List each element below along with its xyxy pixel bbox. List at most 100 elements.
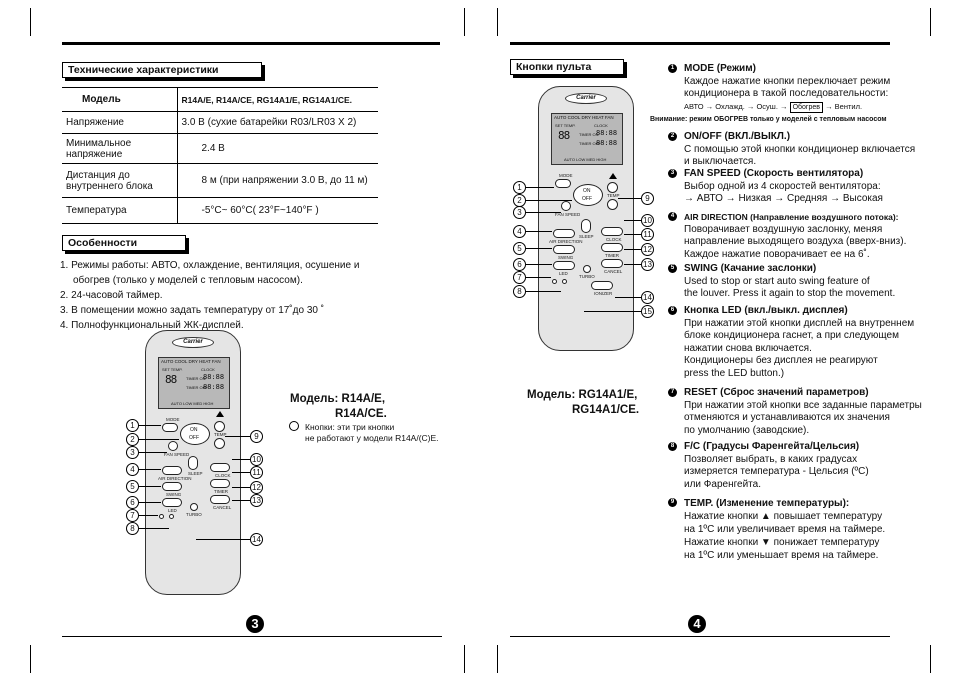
item-desc: Позволяет выбрать, в каких градусах [684,453,858,465]
item-swing: 5 SWING (Качание заслонки) Used to stop … [668,263,938,301]
timer-button[interactable] [210,479,230,488]
temp-label: TEMP [607,193,620,198]
cancel-button[interactable] [210,495,230,504]
lcd-temp-digits: 88 [558,129,570,142]
lcd-set-temp: SET TEMP. [555,123,576,128]
model-line: Модель: R14A/E, [290,393,386,405]
temp-up-button[interactable] [214,421,225,432]
temp-label: TEMP [214,432,227,437]
swing-button[interactable] [553,245,575,254]
model-line: RG14A1/CE. [572,404,640,416]
callout-10: 10 [250,453,263,466]
callout-14: 14 [250,533,263,546]
cancel-label: CANCEL [604,269,623,274]
item-temp: 9 TEMP. (Изменение температуры): Нажатие… [668,497,938,562]
fan-speed-button[interactable] [168,441,178,451]
callout-line [526,264,552,265]
led-button[interactable] [553,261,575,270]
led-label: LED [168,508,177,513]
callout-line [232,459,250,460]
onoff-button[interactable]: ON OFF [180,423,210,445]
callout-2: 2 [126,433,139,446]
temp-up-icon[interactable] [216,411,224,417]
callout-1: 1 [513,181,526,194]
lcd-mode-row: AUTO COOL DRY HEAT FAN [161,359,221,364]
turbo-label: TURBO [579,274,595,279]
mode-sequence: АВТО → Охлажд. → Осуш. → Обогрев → Венти… [684,101,863,113]
ionizer-label: IONIZER [594,291,613,296]
onoff-button[interactable]: ON OFF [573,184,603,206]
fan-speed-button[interactable] [561,201,571,211]
swing-button[interactable] [162,482,182,491]
lcd-fan-row: AUTO LOW MED HIGH [171,401,214,406]
mode-label: MODE [166,417,180,422]
mode-button[interactable] [162,423,178,432]
mode-seq-item: Охлажд. [715,101,745,111]
callout-line [624,249,641,250]
mode-note: Внимание: режим ОБОГРЕВ только у моделей… [650,116,887,123]
callout-3: 3 [126,446,139,459]
sleep-label: SLEEP [188,471,203,476]
on-label: ON [583,188,591,194]
fan-speed-label: FAN SPEED [164,452,190,457]
led-button[interactable] [162,498,182,507]
turbo-button[interactable] [583,265,591,273]
item-desc: Кондиционеры без дисплея не реагируют [684,355,878,366]
item-desc: Поворачивает воздушную заслонку, меняя [684,223,883,235]
turbo-button[interactable] [190,503,198,511]
cancel-button[interactable] [601,259,623,268]
temp-up-icon[interactable] [609,173,617,179]
callout-4: 4 [126,463,139,476]
fc-button[interactable] [562,279,567,284]
reset-button[interactable] [552,279,557,284]
item-desc: Выбор одной из 4 скоростей вентилятора: [684,180,881,192]
air-direction-button[interactable] [162,466,182,475]
item-fan-speed: 3 FAN SPEED (Скорость вентилятора) Выбор… [668,168,938,206]
callout-line [584,311,641,312]
spec-label: Минимальное напряжение [62,133,178,164]
lcd-temp-digits: 88 [165,373,177,386]
fc-button[interactable] [169,514,174,519]
brand-logo: Carrier [172,337,214,348]
crop-mark [497,645,498,673]
feature-line: 4. Полнофункциональный ЖК-дисплей. [60,320,244,331]
page-number-right: 4 [688,615,706,633]
clock-label: CLOCK [215,473,231,478]
callout-10: 10 [641,214,654,227]
swing-label: SWING [558,255,574,260]
cancel-label: CANCEL [213,505,232,510]
reset-button[interactable] [159,514,164,519]
features-heading: Особенности [62,235,186,251]
sleep-button[interactable] [581,219,591,233]
feature-line: 3. В помещении можно задать температуру … [60,305,325,316]
swing-label: SWING [166,492,182,497]
model-line: R14A/CE. [335,408,387,420]
temp-down-button[interactable] [214,438,225,449]
mode-label: MODE [559,173,573,178]
callout-line [232,487,250,488]
mode-button[interactable] [555,179,571,188]
item-title: SWING (Качание заслонки) [684,263,817,274]
callout-11: 11 [250,466,263,479]
callout-6: 6 [126,496,139,509]
callout-line [139,486,161,487]
item-title: MODE (Режим) [684,63,756,74]
lcd-display: AUTO COOL DRY HEAT FAN SET TEMP. 88 CLOC… [158,357,230,409]
temp-down-button[interactable] [607,199,618,210]
lcd-timer-on: TIMER ON [579,132,599,137]
item-mode: 1 MODE (Режим) Каждое нажатие кнопки пер… [668,63,938,113]
callout-1: 1 [126,419,139,432]
clock-button[interactable] [210,463,230,472]
timer-button[interactable] [601,243,623,252]
fan-sequence: → АВТО → Низкая → Средняя → Высокая [684,193,883,204]
callout-line [615,297,641,298]
temp-up-button[interactable] [607,182,618,193]
callout-11: 11 [641,228,654,241]
sleep-button[interactable] [188,456,198,470]
bullet-icon: 5 [668,264,677,273]
air-direction-button[interactable] [553,229,575,238]
callout-line [139,515,158,516]
clock-button[interactable] [601,227,623,236]
ionizer-button[interactable] [591,281,613,290]
